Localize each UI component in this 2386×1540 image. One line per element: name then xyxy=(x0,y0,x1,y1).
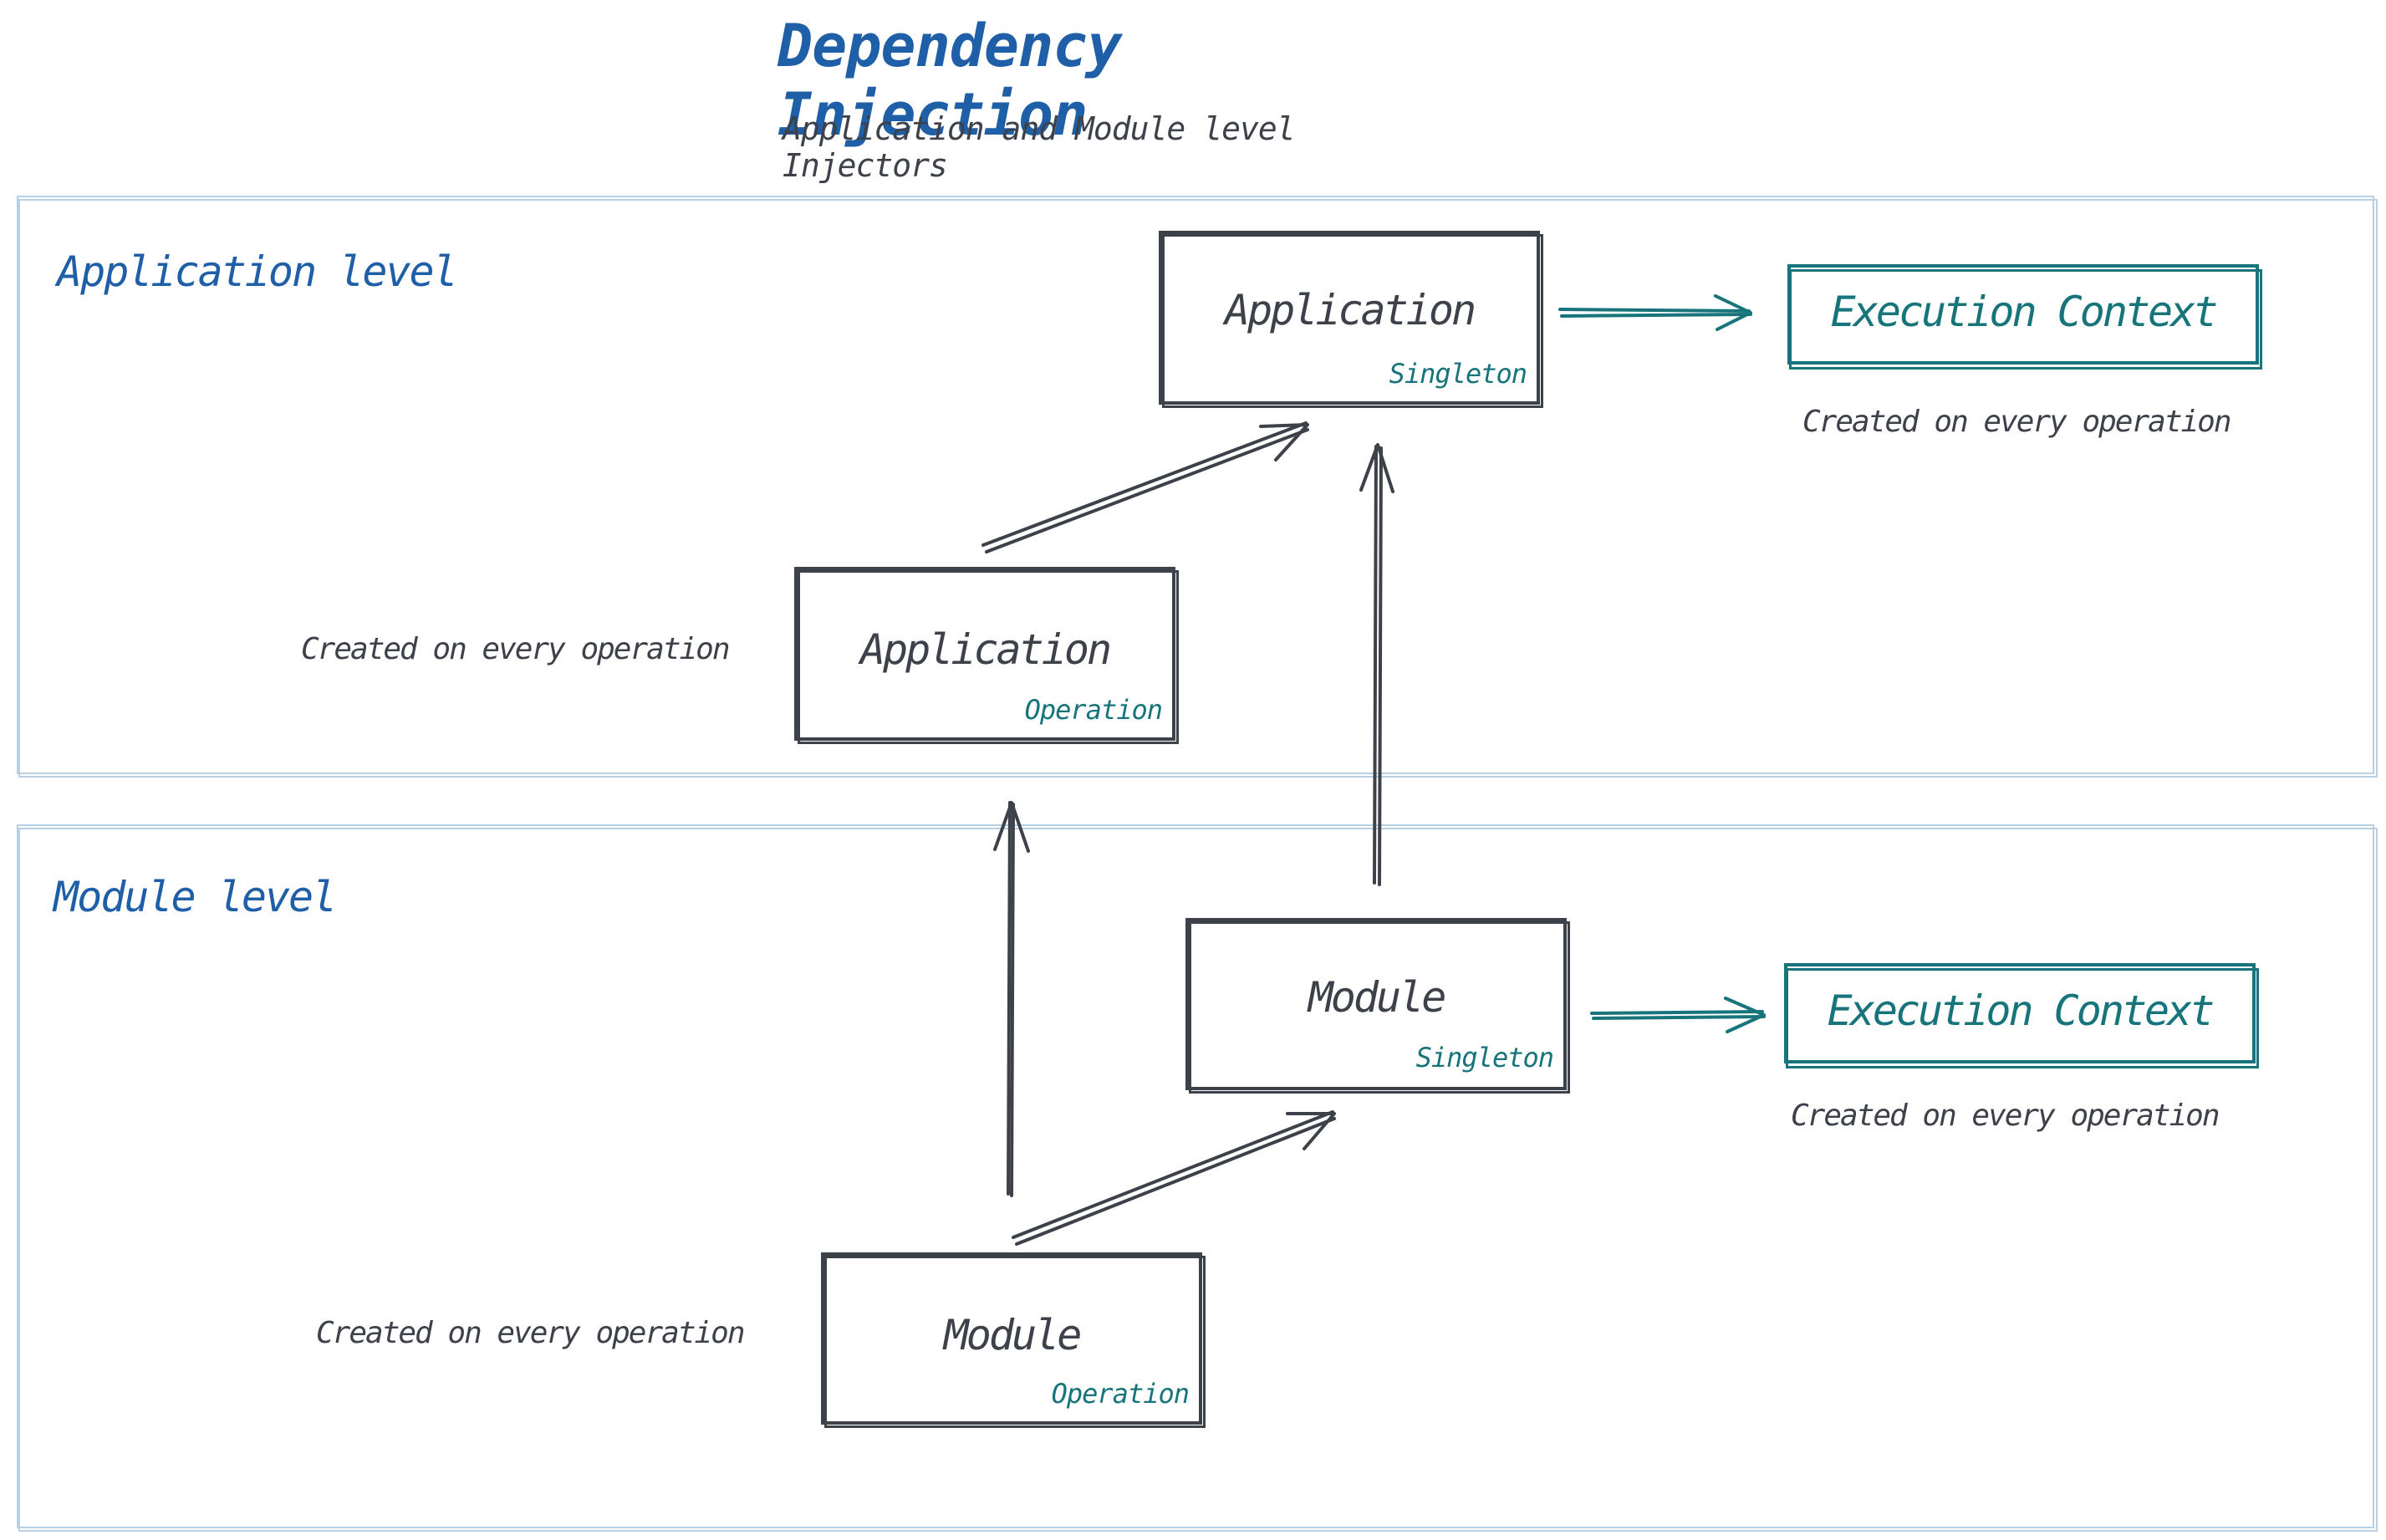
node-name: Application xyxy=(859,625,1112,674)
node-name: Execution Context xyxy=(1830,288,2219,336)
application-operation-note: Created on every operation xyxy=(301,632,731,666)
node-name: Application xyxy=(1224,286,1476,334)
module-level-label: Module level xyxy=(54,873,337,921)
application-operation-node: Application Operation xyxy=(794,567,1179,744)
node-name: Module xyxy=(943,1311,1083,1359)
node-scope: Operation xyxy=(1051,1378,1190,1410)
module-operation-node: Module Operation xyxy=(821,1252,1206,1428)
application-context-note: Created on every operation xyxy=(1802,405,2232,439)
module-context-note: Created on every operation xyxy=(1791,1099,2220,1133)
node-scope: Singleton xyxy=(1415,1042,1554,1073)
node-name: Execution Context xyxy=(1827,987,2215,1035)
node-name: Module xyxy=(1308,973,1447,1022)
diagram-title: Dependency Injection xyxy=(777,12,1122,149)
application-singleton-node: Application Singleton xyxy=(1159,231,1543,408)
application-level-frame xyxy=(17,196,2378,778)
node-scope: Singleton xyxy=(1389,358,1527,390)
application-execution-context-node: Execution Context xyxy=(1787,264,2262,370)
diagram-subtitle: Application and Module level Injectors xyxy=(783,110,1296,184)
module-level-frame xyxy=(17,824,2378,1532)
module-operation-note: Created on every operation xyxy=(316,1316,746,1350)
node-scope: Operation xyxy=(1024,694,1163,726)
application-level-label: Application level xyxy=(57,247,458,296)
module-singleton-node: Module Singleton xyxy=(1185,918,1570,1094)
module-execution-context-node: Execution Context xyxy=(1784,963,2259,1068)
